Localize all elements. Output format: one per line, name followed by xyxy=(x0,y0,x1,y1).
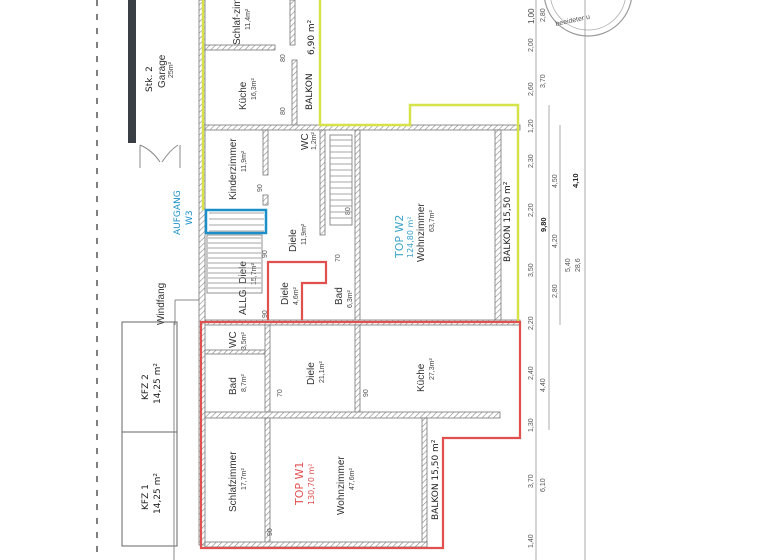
dim-label: 1,30 xyxy=(528,418,535,432)
balkon-w2-label: BALKON 15,50 m² xyxy=(503,181,513,262)
windfang-label: Windfang xyxy=(156,283,167,325)
door-markers: 80 80 90 90 90 80 70 70 90 90 xyxy=(257,54,370,536)
room-area-schlafzimmer-w1: 17,7m² xyxy=(241,468,248,490)
dim-label: 2,60 xyxy=(528,82,535,96)
dim-label: 4,20 xyxy=(552,234,559,248)
dim-label: 4,10 xyxy=(571,173,580,188)
room-name-kueche-top: Küche xyxy=(238,81,249,110)
balkon-w1-label: BALKON 15,50 m² xyxy=(431,439,441,520)
room-name-schlafzimmer-w1: Schlafzimmer xyxy=(228,451,239,512)
room-name-wohnzimmer-w1: Wohnzimmer xyxy=(336,456,347,515)
dim-label: 2,40 xyxy=(528,366,535,380)
dim-label: 2,00 xyxy=(528,38,535,52)
room-area-wohnzimmer-w1: 47,6m² xyxy=(349,468,356,490)
room-name-diele-small: Diele xyxy=(280,282,291,305)
unit-w2-area: 124,80 m² xyxy=(406,216,415,258)
door-width: 80 xyxy=(280,107,287,115)
room-name-wohnzimmer-w2: Wohnzimmer xyxy=(416,203,427,262)
garage-area: 25m² xyxy=(168,61,175,78)
room-area-kueche-top: 16,3m² xyxy=(251,78,258,100)
kfz1-label: KFZ 1 xyxy=(141,484,151,510)
room-name-schlafzimmer-top: Schlaf-zimmer xyxy=(232,0,243,45)
dim-label: 2,80 xyxy=(552,284,559,298)
room-area-wc-w1: 3,5m² xyxy=(241,331,248,350)
dim-label: 2,20 xyxy=(528,203,535,217)
door-width: 90 xyxy=(267,528,274,536)
room-name-diele-w3: Diele xyxy=(288,229,299,252)
room-name-kinderzimmer: Kinderzimmer xyxy=(228,138,239,200)
room-area-wohnzimmer-w2: 63,7m² xyxy=(429,210,436,232)
door-width: 80 xyxy=(345,207,352,215)
dim-label: 2,20 xyxy=(528,316,535,330)
dimension-chains xyxy=(535,0,586,560)
dimension-labels: 1,00 2,00 2,60 1,20 2,30 2,20 3,50 2,20 … xyxy=(527,8,582,548)
dim-label: 28,6 xyxy=(575,258,582,272)
kfz2-label: KFZ 2 xyxy=(141,374,151,400)
dim-label: 4,40 xyxy=(540,378,547,392)
aufgang-label: AUFGANG xyxy=(173,190,183,235)
room-name-diele-w1: Diele xyxy=(306,362,317,385)
room-name-balkon-top: BALKON xyxy=(305,73,315,110)
stamp: beeideter u xyxy=(544,0,632,37)
room-name-bad-w2: Bad xyxy=(334,287,345,305)
dim-label: 1,40 xyxy=(528,534,535,548)
garage-label: Garage xyxy=(157,54,168,88)
dim-label: 5,40 xyxy=(565,258,572,272)
dim-label: 3,70 xyxy=(528,474,535,488)
room-area-bad-w1: 8,7m² xyxy=(241,373,248,392)
dim-label: 2,30 xyxy=(528,154,535,168)
door-width: 70 xyxy=(335,254,342,262)
room-area-allg-diele: 15,7m² xyxy=(251,263,258,285)
room-area-balkon-top: 6,90 m² xyxy=(307,19,317,55)
room-area-kinderzimmer: 11,9m² xyxy=(241,150,248,172)
aufgang-w3-outline xyxy=(204,208,268,235)
unit-w2-label: TOP W2 xyxy=(393,215,406,259)
door-width: 70 xyxy=(277,389,284,397)
garage-wall xyxy=(128,0,136,143)
garage-note: Stk. 2 xyxy=(145,66,155,92)
room-area-wc-top: 1,2m² xyxy=(311,131,318,150)
room-name-wc-top: WC xyxy=(300,133,311,150)
unit-w1-outline xyxy=(199,320,522,550)
unit-w1-area: 130,70 m² xyxy=(307,463,316,505)
dim-label: 4,50 xyxy=(552,174,559,188)
parking-area: KFZ 2 14,25 m² KFZ 1 14,25 m² xyxy=(121,321,178,560)
unit-w2-outline xyxy=(318,0,520,322)
garage: Stk. 2 Garage 25m² xyxy=(128,0,181,168)
kfz2-area: 14,25 m² xyxy=(153,363,163,404)
room-name-wc-w1: WC xyxy=(228,331,239,348)
room-area-schlafzimmer-top: 11,4m² xyxy=(245,8,252,30)
room-area-diele-small: 4,6m² xyxy=(293,286,300,305)
room-area-kueche-w1: 27,3m² xyxy=(429,358,436,380)
unit-w1-label: TOP W1 xyxy=(293,462,306,506)
kfz1-area: 14,25 m² xyxy=(153,473,163,514)
dim-label: 6,10 xyxy=(540,478,547,492)
diele-outline xyxy=(266,260,328,320)
dim-label: 3,50 xyxy=(528,263,535,277)
dim-label: 1,00 xyxy=(527,8,536,24)
door-width: 90 xyxy=(363,389,370,397)
stairs xyxy=(206,134,353,294)
dim-label: 9,80 xyxy=(539,217,548,232)
door-width: 90 xyxy=(257,184,264,192)
door-width: 90 xyxy=(262,310,269,318)
room-labels: Schlaf-zimmer 11,4m² Küche 16,3m² BALKON… xyxy=(228,0,513,520)
dim-label: 1,20 xyxy=(528,119,535,133)
dim-label: 3,70 xyxy=(540,74,547,88)
room-name-bad-w1: Bad xyxy=(228,377,239,395)
room-area-diele-w1: 21,1m² xyxy=(319,361,326,383)
door-width: 80 xyxy=(280,54,287,62)
dim-label: 2,80 xyxy=(540,8,547,22)
room-area-diele-w3: 11,9m² xyxy=(301,223,308,245)
door-width: 90 xyxy=(262,250,269,258)
stamp-text: beeideter u xyxy=(555,14,591,28)
room-area-bad-w2: 6,3m² xyxy=(347,289,354,308)
room-name-kueche-w1: Küche xyxy=(416,363,427,392)
aufgang-unit: W3 xyxy=(185,210,195,225)
